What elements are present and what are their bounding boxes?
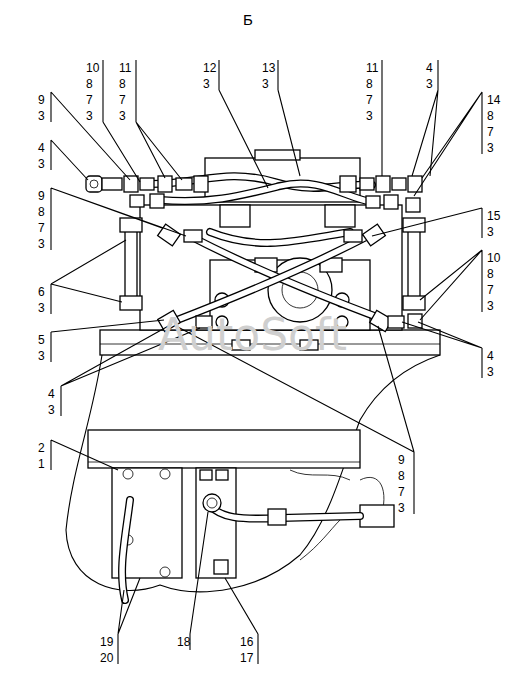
callout-number: 19 xyxy=(100,635,113,649)
callout-number: 13 xyxy=(262,61,275,75)
callout-number: 7 xyxy=(38,221,45,235)
callout-number: 7 xyxy=(487,283,494,297)
watermark: AutoSoft xyxy=(158,312,347,358)
callout-number: 3 xyxy=(38,349,45,363)
callout-number: 3 xyxy=(487,365,494,379)
callout-number: 3 xyxy=(119,109,126,123)
callout-number: 5 xyxy=(38,333,45,347)
callout-number: 11 xyxy=(366,61,378,75)
callout-number: 15 xyxy=(487,209,500,223)
callout-number: 3 xyxy=(262,77,269,91)
callout-number: 9 xyxy=(38,189,45,203)
callout-number: 3 xyxy=(398,501,405,515)
callout-number: 4 xyxy=(426,61,433,75)
callout-number: 9 xyxy=(38,93,45,107)
callout-number: 4 xyxy=(48,387,55,401)
callout-number: 16 xyxy=(240,635,253,649)
callout-number: 8 xyxy=(398,469,405,483)
callout-number: 18 xyxy=(177,635,190,649)
callout-number: 7 xyxy=(86,93,93,107)
callout-number: 3 xyxy=(38,109,45,123)
callout-number: 17 xyxy=(240,651,253,665)
callout-number: 3 xyxy=(38,157,45,171)
callout-number: 4 xyxy=(38,141,45,155)
callout-number: 3 xyxy=(203,77,210,91)
callout-number: 12 xyxy=(203,61,216,75)
callout-number: 8 xyxy=(119,77,126,91)
callout-number: 3 xyxy=(86,109,93,123)
callout-number: 14 xyxy=(487,93,500,107)
callout-number: 8 xyxy=(86,77,93,91)
callout-number: 20 xyxy=(100,651,113,665)
callout-number: 4 xyxy=(487,349,494,363)
callout-number: 10 xyxy=(86,61,99,75)
callout-number: 7 xyxy=(366,93,373,107)
callout-number: 9 xyxy=(398,453,405,467)
callout-number: 2 xyxy=(38,441,45,455)
callout-number: 7 xyxy=(487,125,494,139)
callout-number: 7 xyxy=(119,93,126,107)
callout-number: 3 xyxy=(487,299,494,313)
callout-number: 3 xyxy=(487,225,494,239)
callout-number: 8 xyxy=(487,109,494,123)
callout-number: 8 xyxy=(487,267,494,281)
callout-number: 7 xyxy=(398,485,405,499)
view-label: Б xyxy=(243,12,253,28)
callout-number: 11 xyxy=(119,61,131,75)
callout-number: 6 xyxy=(38,285,45,299)
callout-number: 3 xyxy=(38,237,45,251)
callout-number: 1 xyxy=(38,457,45,471)
callout-number: 10 xyxy=(487,251,500,265)
callout-number: 3 xyxy=(426,77,433,91)
callout-number: 3 xyxy=(48,403,55,417)
callout-number: 3 xyxy=(366,109,373,123)
callout-number: 8 xyxy=(38,205,45,219)
callout-number: 8 xyxy=(366,77,373,91)
callout-number: 3 xyxy=(487,141,494,155)
callout-number: 3 xyxy=(38,301,45,315)
